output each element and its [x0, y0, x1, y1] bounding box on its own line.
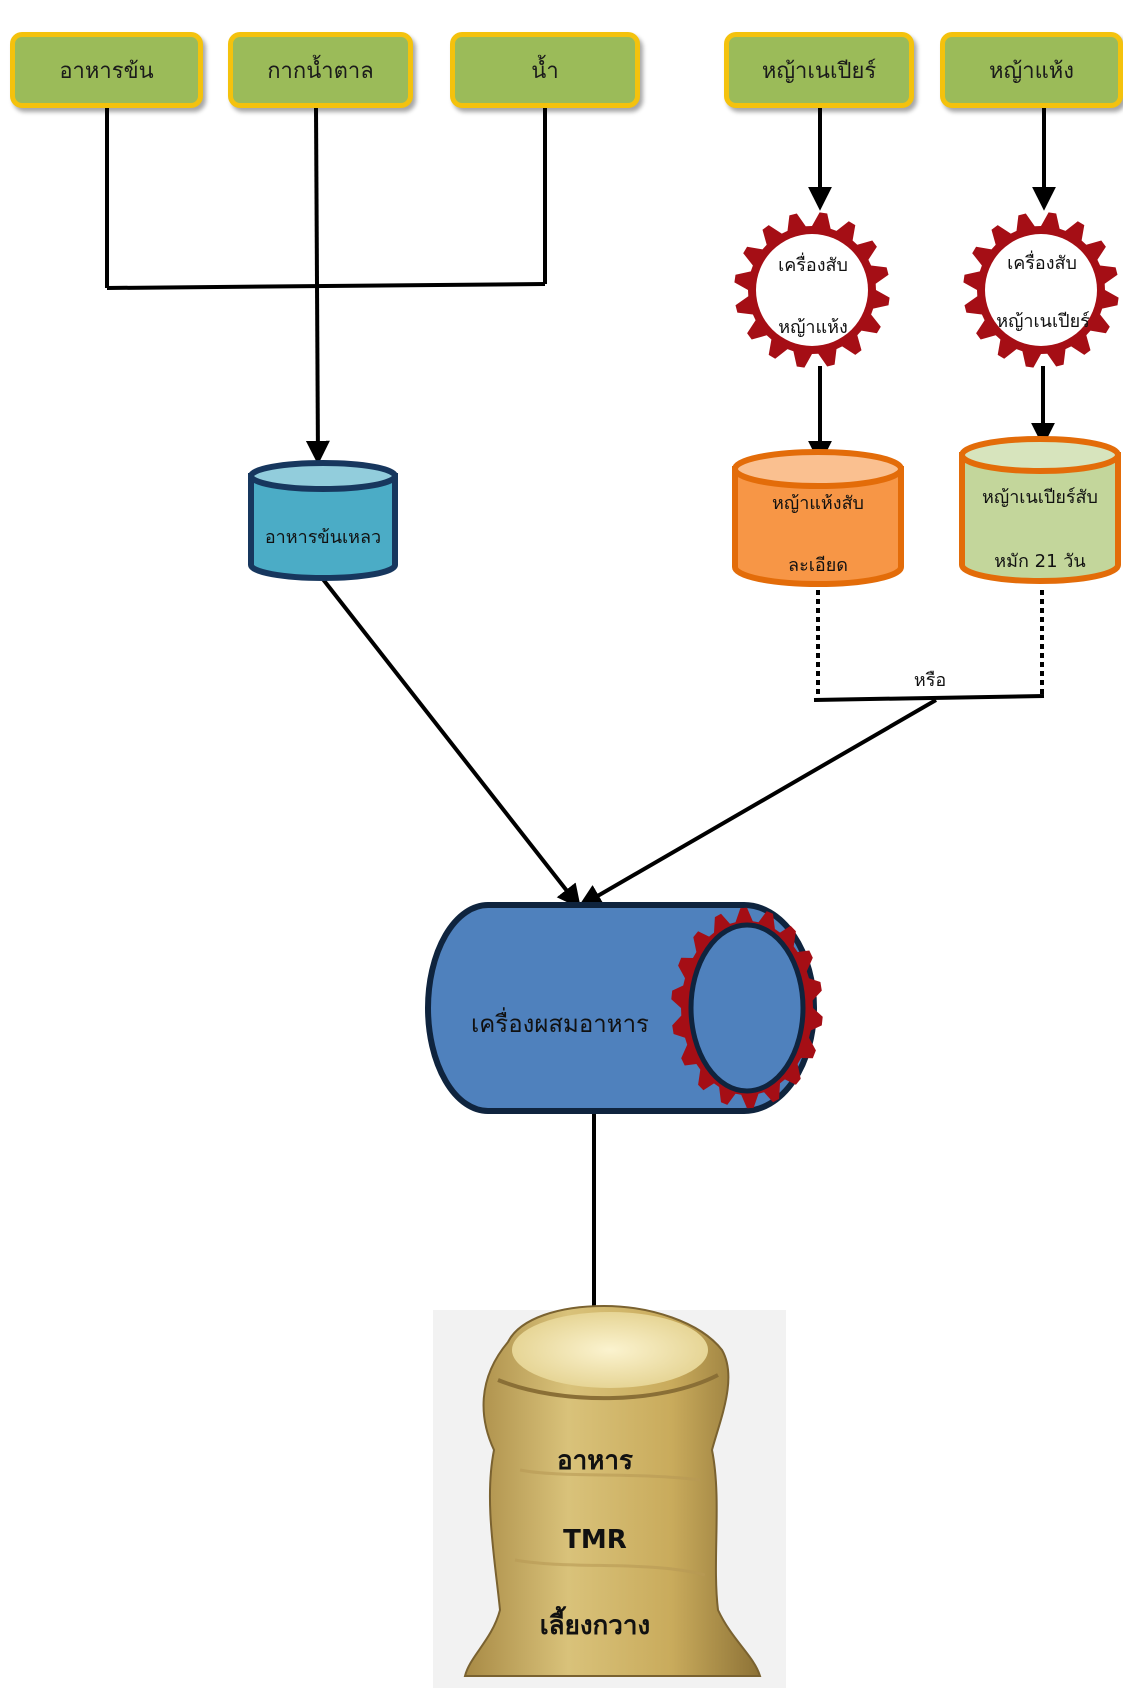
chopper-left-label-2: หญ้าแห้ง — [778, 317, 848, 338]
ingredient-molasses: กากน้ำตาล — [228, 32, 413, 108]
ingredient-concentrate-label: อาหารข้น — [59, 58, 154, 84]
ingredient-water: น้ำ — [450, 32, 640, 108]
chopped-hay-tank — [732, 449, 904, 587]
chopper-right-label-2: หญ้าเนเปียร์ — [996, 311, 1090, 332]
tmr-sack — [433, 1304, 786, 1688]
chopped-napier-label-1: หญ้าเนเปียร์สับ — [982, 487, 1098, 508]
liquid-concentrate-tank — [248, 460, 398, 581]
ingredient-hay: หญ้าแห้ง — [940, 32, 1123, 108]
ingredient-napier-label: หญ้าเนเปียร์ — [761, 58, 877, 84]
mixer-inputs — [320, 576, 938, 909]
chopped-hay-label-2: ละเอียด — [788, 555, 848, 576]
connector-left-group — [105, 107, 547, 465]
connector-right-group — [808, 108, 1056, 465]
chopper-right-label-1: เครื่องสับ — [1007, 253, 1077, 274]
chopped-hay-label-1: หญ้าแห้งสับ — [772, 493, 864, 514]
liquid-concentrate-label: อาหารข้นเหลว — [264, 527, 382, 548]
ingredient-hay-label: หญ้าแห้ง — [988, 58, 1075, 84]
or-join — [813, 590, 1045, 702]
chopper-left-label-1: เครื่องสับ — [778, 255, 848, 276]
chopper-gear-left — [734, 212, 890, 368]
product-label-3: เลี้ยงกวาง — [539, 1611, 651, 1641]
ingredient-water-label: น้ำ — [531, 58, 559, 84]
mixer-cylinder — [425, 902, 823, 1114]
chopper-gear-right — [963, 212, 1119, 368]
ingredient-concentrate: อาหารข้น — [10, 32, 203, 108]
mixer-label: เครื่องผสมอาหาร — [471, 1010, 649, 1038]
chopped-napier-tank — [959, 436, 1121, 584]
or-label: หรือ — [913, 670, 947, 691]
chopped-napier-label-2: หมัก 21 วัน — [994, 551, 1086, 572]
product-label-2: TMR — [563, 1525, 627, 1555]
ingredient-molasses-label: กากน้ำตาล — [267, 58, 374, 84]
product-label-1: อาหาร — [557, 1446, 633, 1476]
ingredient-napier-grass: หญ้าเนเปียร์ — [724, 32, 914, 108]
